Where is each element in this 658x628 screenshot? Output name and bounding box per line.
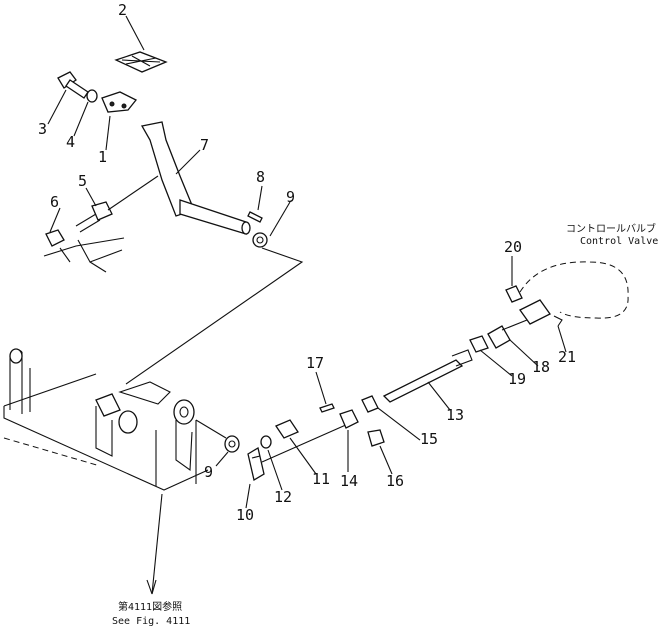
leader-bracket-9	[195, 419, 227, 439]
callout-2: 2	[118, 1, 127, 19]
pedal-bracket	[43, 237, 125, 273]
socket-18	[487, 317, 533, 349]
callout-14: 14	[340, 472, 358, 490]
callout-1: 1	[98, 148, 107, 166]
callout-10: 10	[236, 506, 254, 524]
callout-12: 12	[274, 488, 292, 506]
clevis-control-valve	[519, 299, 551, 325]
callout-20: 20	[504, 238, 522, 256]
pedal-pad	[114, 51, 168, 73]
bolt-3	[57, 71, 89, 99]
callout-18: 18	[532, 358, 550, 376]
callout-3: 3	[38, 120, 47, 138]
leader-link-5	[107, 175, 159, 211]
callout-19: 19	[508, 370, 526, 388]
callout-8: 8	[256, 168, 265, 186]
pin-17	[319, 403, 335, 413]
callout-16: 16	[386, 472, 404, 490]
callout-4: 4	[66, 133, 75, 151]
lower-bracket	[3, 348, 209, 491]
see-fig-label-jp: 第4111図参照	[118, 600, 182, 613]
rod-13	[382, 349, 473, 403]
bolt-5	[75, 201, 113, 233]
nut-19	[469, 335, 489, 353]
nut-6	[45, 229, 65, 247]
callout-21: 21	[558, 348, 576, 366]
bolt-16	[367, 429, 385, 447]
see-fig-label-en: See Fig. 4111	[112, 616, 190, 627]
guide-line-14	[261, 423, 349, 463]
callout-15: 15	[420, 430, 438, 448]
callout-7: 7	[200, 136, 209, 154]
bolt-11	[275, 419, 299, 439]
control-valve-label-en: Control Valve	[580, 236, 658, 247]
callout-9-lower: 9	[204, 463, 213, 481]
bolt-20	[505, 285, 523, 303]
callout-11: 11	[312, 470, 330, 488]
nut-15	[361, 395, 379, 413]
control-valve-outline	[519, 261, 629, 319]
callout-5: 5	[78, 172, 87, 190]
callout-17: 17	[306, 354, 324, 372]
linkage-guide-line	[125, 247, 304, 385]
callout-leaders	[47, 15, 567, 595]
block-14	[339, 409, 359, 429]
callout-9-upper: 9	[286, 188, 295, 206]
bushing-9-lower	[224, 435, 240, 453]
pedal-arm-top	[101, 91, 138, 113]
pin-21	[553, 315, 563, 327]
washer-12	[260, 435, 272, 449]
washer-4	[86, 89, 98, 103]
pedal-lever-7	[140, 121, 251, 235]
bushing-9-upper	[252, 232, 268, 248]
control-valve-label-jp: コントロールバルブ	[566, 222, 656, 235]
clevis-10	[247, 446, 265, 482]
pin-8	[247, 211, 263, 223]
callout-13: 13	[446, 406, 464, 424]
callout-6: 6	[50, 193, 59, 211]
